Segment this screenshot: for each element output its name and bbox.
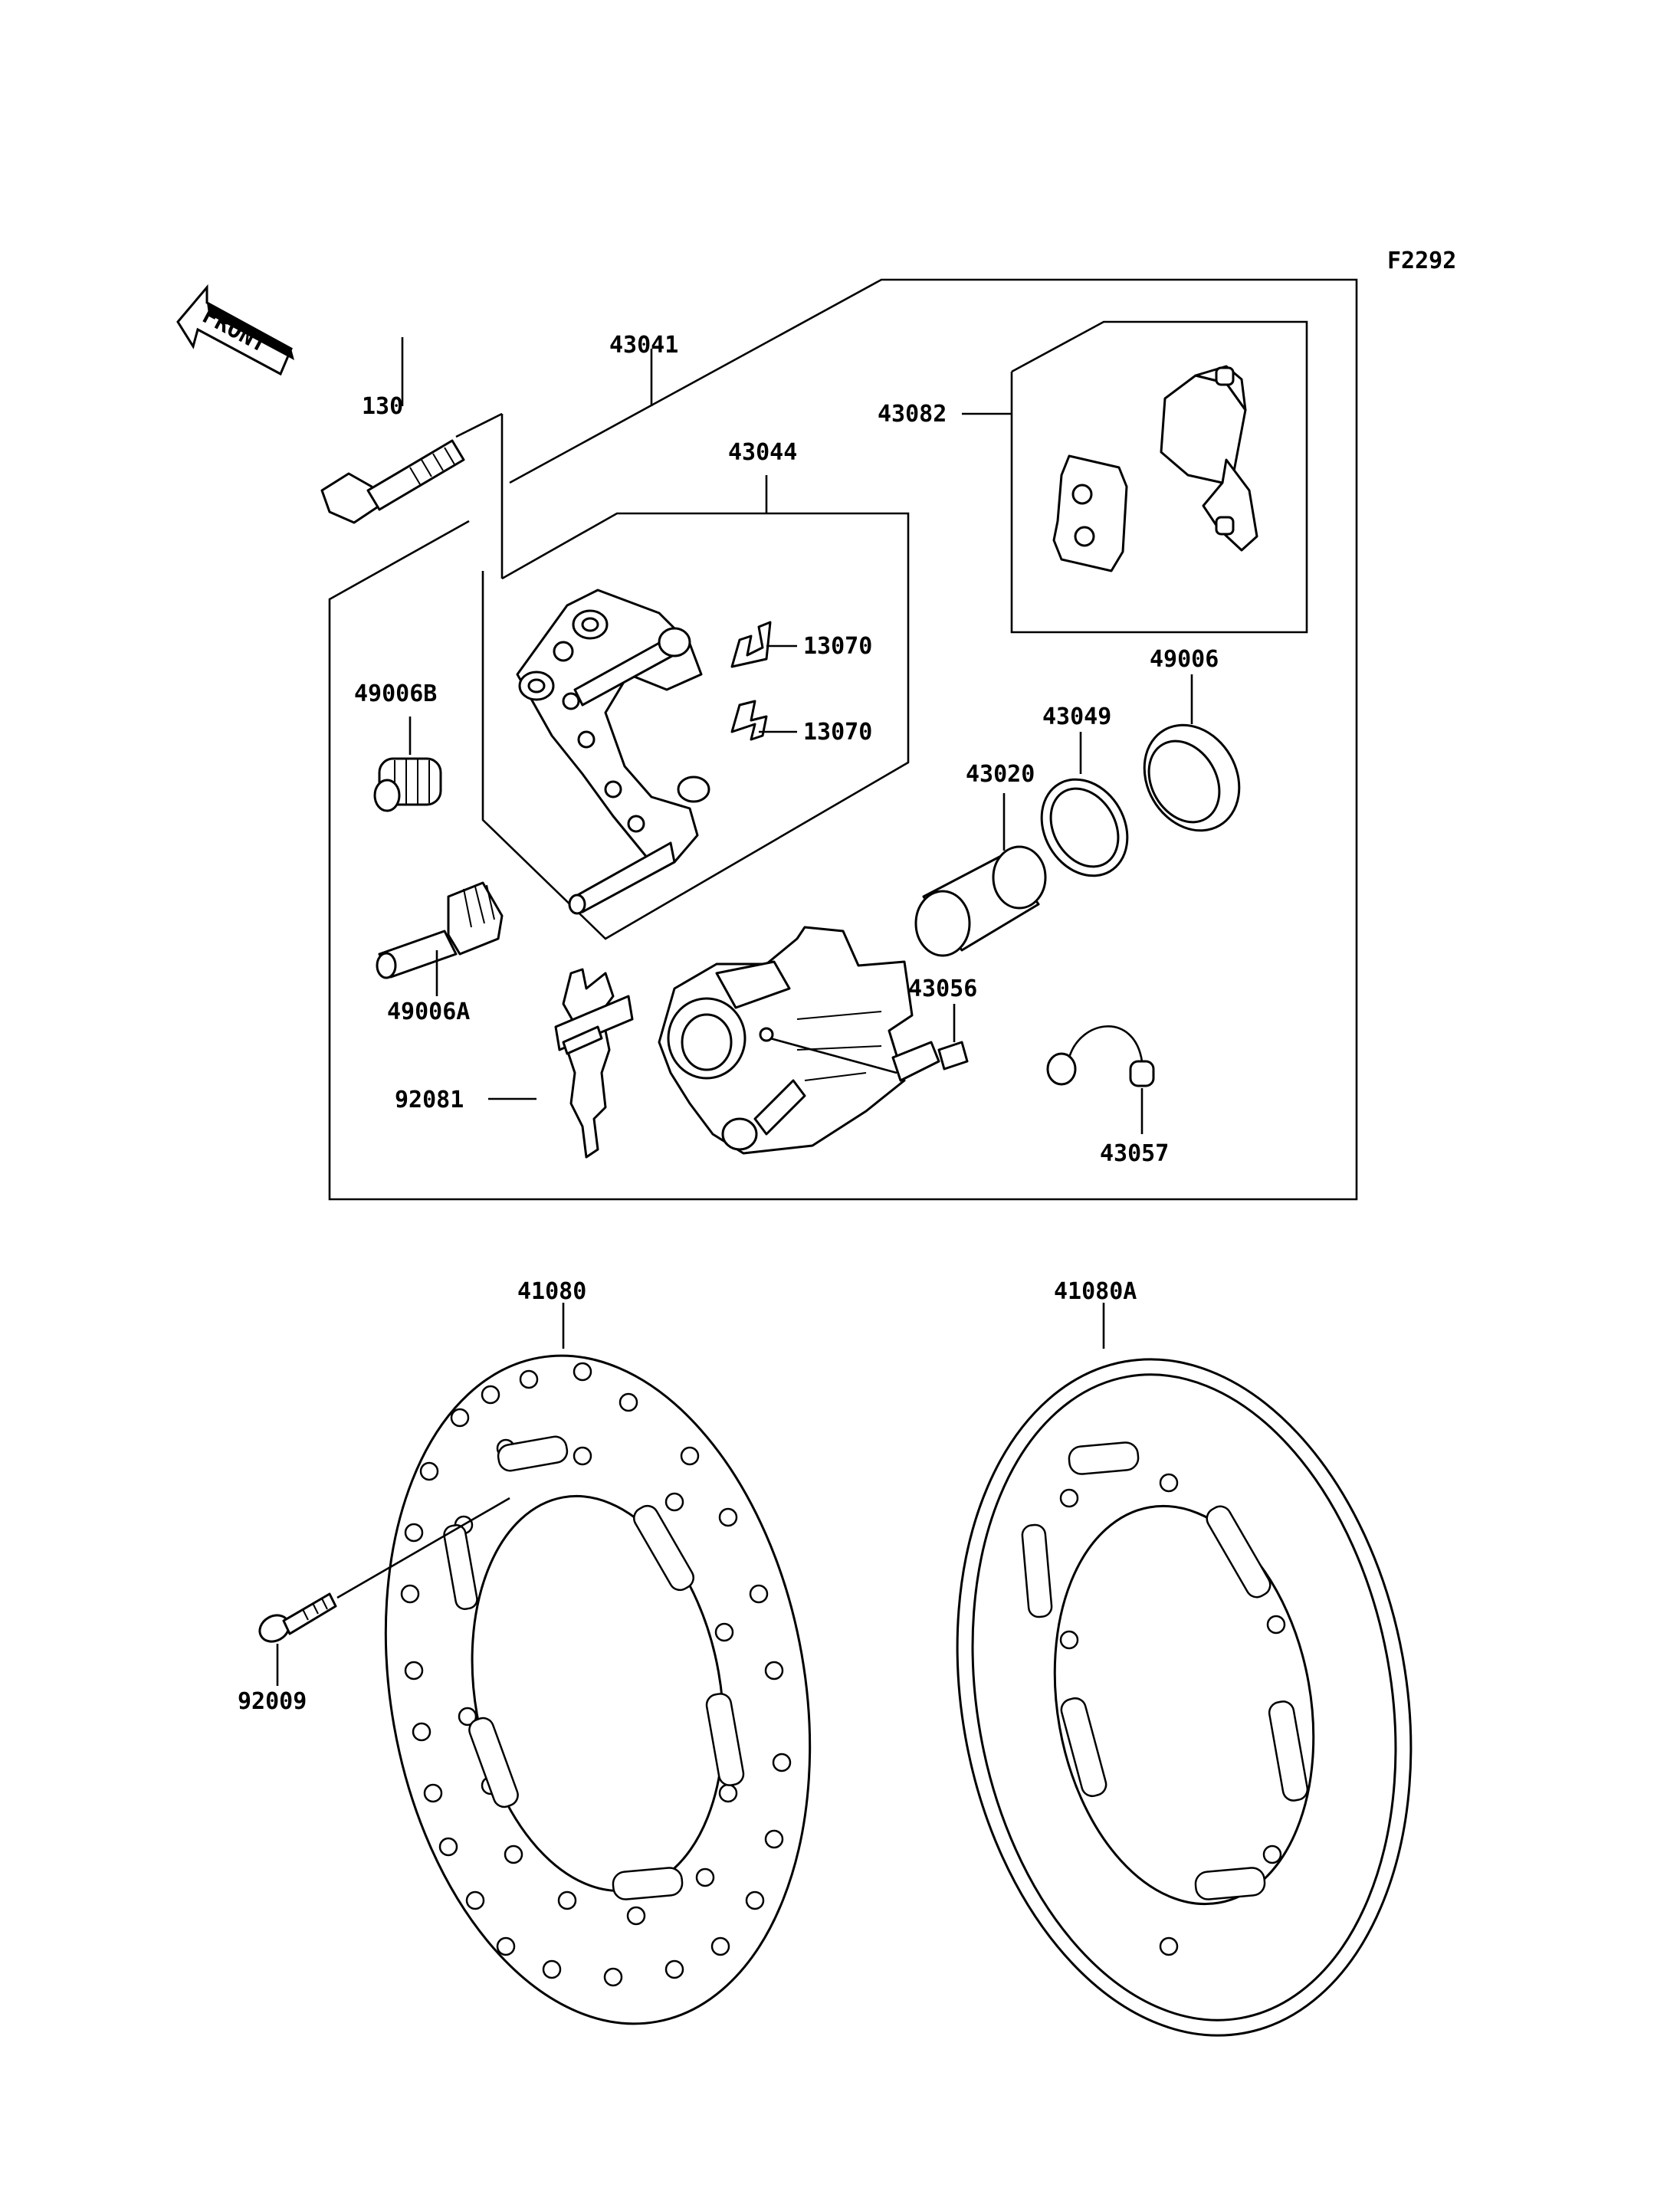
screw-92009 xyxy=(258,1497,510,1686)
label-43056: 43056 xyxy=(908,976,977,1002)
label-41080: 41080 xyxy=(517,1278,586,1305)
label-92009: 92009 xyxy=(238,1688,307,1715)
caliper-bracket xyxy=(516,589,710,915)
bleeder-cap-43057 xyxy=(1046,1025,1155,1134)
label-130: 130 xyxy=(362,393,403,420)
label-49006: 49006 xyxy=(1150,646,1219,673)
seal-49006 xyxy=(1143,674,1241,832)
seal-43049 xyxy=(1040,732,1129,877)
label-43020: 43020 xyxy=(966,761,1035,788)
label-43041: 43041 xyxy=(609,332,678,359)
label-49006a: 49006A xyxy=(387,998,470,1025)
label-43044: 43044 xyxy=(728,439,797,466)
label-43057: 43057 xyxy=(1100,1140,1169,1167)
label-13070-lower: 13070 xyxy=(803,719,872,746)
brake-disc-41080a xyxy=(956,1303,1413,2037)
brake-disc-41080 xyxy=(384,1303,812,2025)
label-43049: 43049 xyxy=(1042,703,1111,730)
label-43082: 43082 xyxy=(878,401,947,428)
bolt-130 xyxy=(320,337,504,579)
brake-pad-small xyxy=(1052,454,1128,572)
pad-set-box xyxy=(962,320,1308,634)
caliper-body xyxy=(658,926,914,1155)
label-41080a: 41080A xyxy=(1054,1278,1137,1305)
pin-49006a xyxy=(376,881,504,996)
bleeder-valve-43056 xyxy=(891,1004,969,1082)
label-13070-upper: 13070 xyxy=(803,633,872,660)
front-arrow-icon: FRONT xyxy=(176,284,294,376)
pad-spring-upper xyxy=(730,621,797,668)
brake-pad-large xyxy=(1160,365,1258,552)
label-92081: 92081 xyxy=(395,1087,464,1113)
piston-43020 xyxy=(914,793,1047,957)
caliper-assembly-box xyxy=(328,278,1358,1201)
bracket-box xyxy=(481,475,910,940)
pad-spring-lower xyxy=(730,700,797,741)
label-49006b: 49006B xyxy=(354,680,437,707)
figure-code: F2292 xyxy=(1387,248,1456,274)
boot-49006b xyxy=(373,716,442,812)
pad-spring-92081 xyxy=(488,968,634,1159)
